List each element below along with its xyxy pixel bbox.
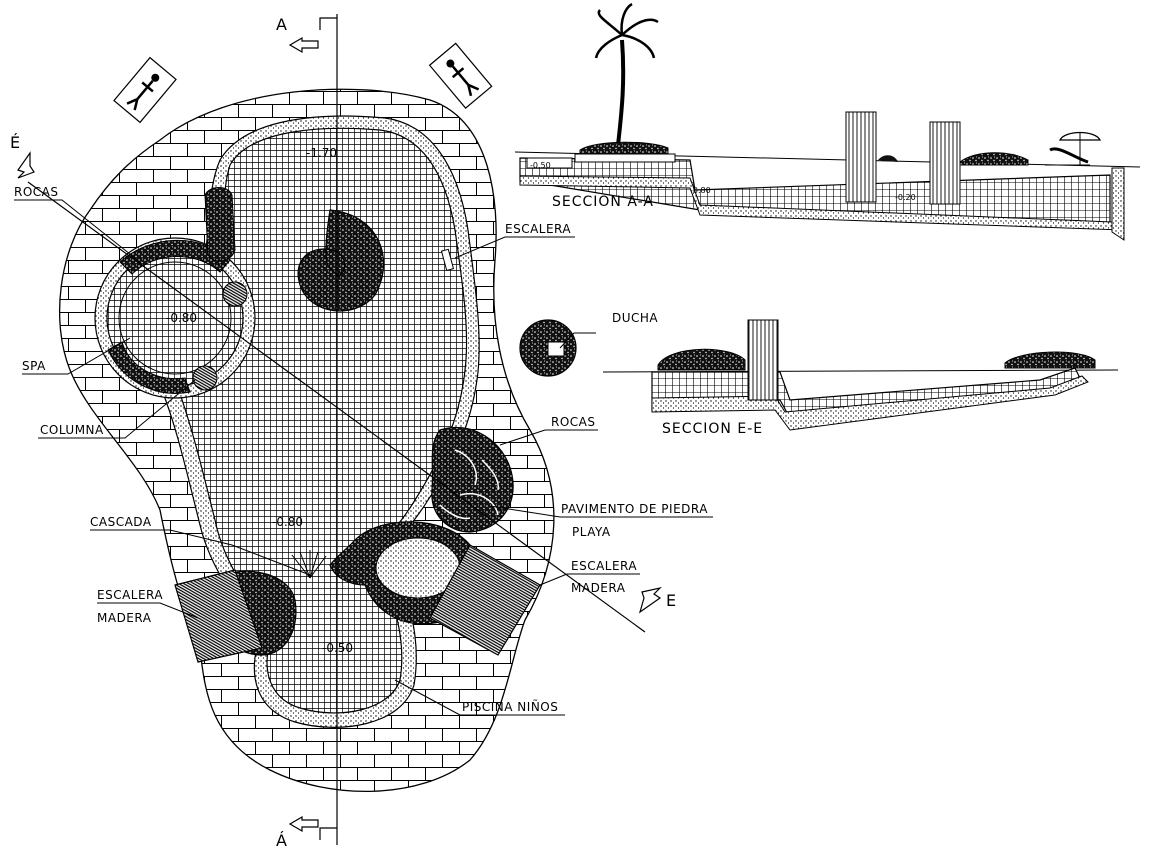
ladder-right — [440, 248, 455, 272]
label-playa: PLAYA — [572, 525, 611, 539]
label-escalera-right: ESCALERA — [505, 222, 571, 236]
cut-mark-a-top: A — [276, 15, 287, 34]
label-rocas-top: ROCAS — [14, 185, 59, 199]
label-piscina-ninos: PISCINA NIÑOS — [462, 699, 558, 714]
wood-deck-left — [174, 569, 263, 663]
section-line-e — [17, 151, 662, 633]
label-ducha: DUCHA — [612, 311, 658, 325]
label-spa: SPA — [22, 359, 46, 373]
label-madera-bottom-right: MADERA — [571, 581, 626, 595]
labels: ROCAS ESCALERA SPA COLUMNA CASCADA ESCAL… — [10, 15, 916, 850]
spa-rocks-bottom — [107, 341, 191, 394]
section-a-level-1: -0.50 — [530, 161, 551, 170]
column-top — [222, 281, 248, 307]
label-escalera-left: ESCALERA — [97, 588, 163, 602]
section-a-drawing — [514, 2, 1141, 241]
section-e-drawing — [602, 319, 1119, 431]
spa-bench-ring — [118, 261, 232, 375]
cut-mark-e-bottom: E — [666, 591, 676, 610]
level-mid: -0.80 — [272, 515, 303, 529]
sunbed-right — [428, 42, 493, 109]
cascade-fan — [291, 550, 327, 579]
label-rocas-right: ROCAS — [551, 415, 596, 429]
spa-rocks-top — [119, 239, 231, 275]
section-a-title: SECCION A-A — [552, 194, 654, 210]
shower — [519, 319, 577, 377]
level-spa: -0.80 — [166, 311, 197, 325]
section-a-level-2: -0.80 — [690, 186, 711, 195]
rocks-top-strip — [204, 187, 236, 262]
label-pavimento: PAVIMENTO DE PIEDRA — [561, 502, 708, 516]
section-line-a — [288, 14, 338, 845]
rocks-right — [431, 426, 514, 533]
plan-view — [14, 14, 713, 845]
section-a-level-3: -0.20 — [895, 193, 916, 202]
cut-mark-a-bottom: Á — [276, 831, 287, 850]
cut-mark-e-top: É — [10, 133, 20, 152]
wood-deck-right — [429, 544, 541, 656]
label-escalera-bottom-right: ESCALERA — [571, 559, 637, 573]
label-madera-left: MADERA — [97, 611, 152, 625]
section-e-title: SECCION E-E — [662, 421, 763, 437]
column-bottom — [192, 365, 218, 391]
shell-rock-feature — [297, 209, 385, 312]
label-cascada: CASCADA — [90, 515, 152, 529]
label-columna: COLUMNA — [40, 423, 104, 437]
level-deep: -1.70 — [306, 146, 337, 160]
stone-paving — [439, 449, 500, 520]
level-kids: -0.50 — [322, 641, 353, 655]
sunbed-left — [113, 56, 177, 124]
leader-lines — [14, 199, 713, 716]
